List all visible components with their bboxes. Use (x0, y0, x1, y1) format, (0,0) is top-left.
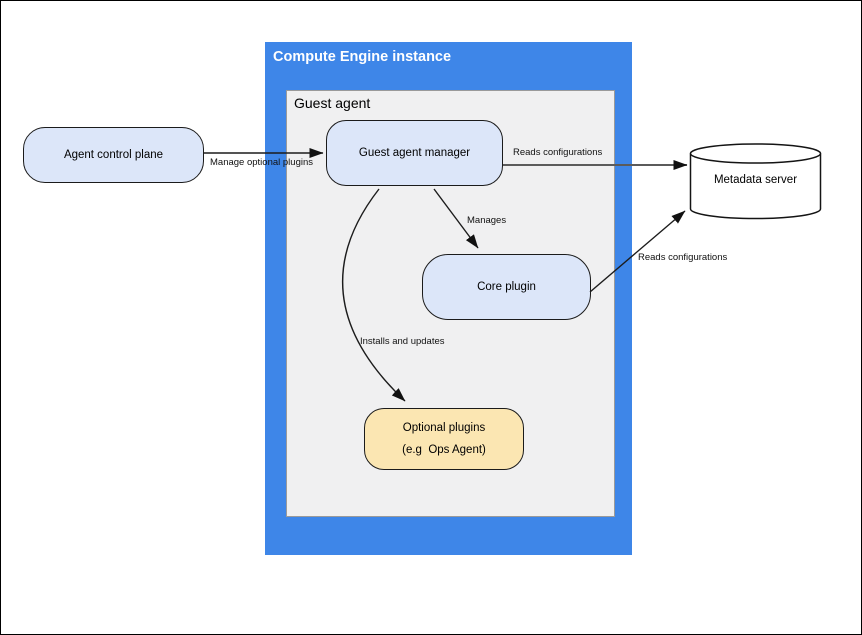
node-optional-plugins-label-line1: Optional plugins (402, 422, 486, 434)
node-optional-plugins-label-line2: (e.g Ops Agent) (402, 444, 486, 456)
node-guest-agent-manager-label: Guest agent manager (358, 147, 471, 159)
edge-label-reads-configurations-manager: Reads configurations (513, 147, 603, 158)
edge-label-reads-configurations-core: Reads configurations (638, 252, 728, 263)
node-agent-control-plane: Agent control plane (23, 127, 204, 183)
node-metadata-server: Metadata server (689, 143, 822, 221)
compute-engine-instance-title: Compute Engine instance (273, 49, 452, 65)
node-guest-agent-manager: Guest agent manager (326, 120, 503, 186)
database-cylinder-icon (689, 143, 822, 220)
guest-agent-title: Guest agent (294, 95, 371, 111)
node-agent-control-plane-label: Agent control plane (63, 149, 164, 161)
edge-label-installs-and-updates: Installs and updates (360, 336, 445, 347)
node-core-plugin-label: Core plugin (477, 281, 536, 293)
edge-label-manages: Manages (467, 215, 507, 226)
node-metadata-server-label: Metadata server (713, 173, 798, 186)
edge-label-manage-optional-plugins: Manage optional plugins (210, 157, 313, 168)
node-core-plugin: Core plugin (422, 254, 591, 320)
node-optional-plugins: Optional plugins (e.g Ops Agent) (364, 408, 524, 470)
